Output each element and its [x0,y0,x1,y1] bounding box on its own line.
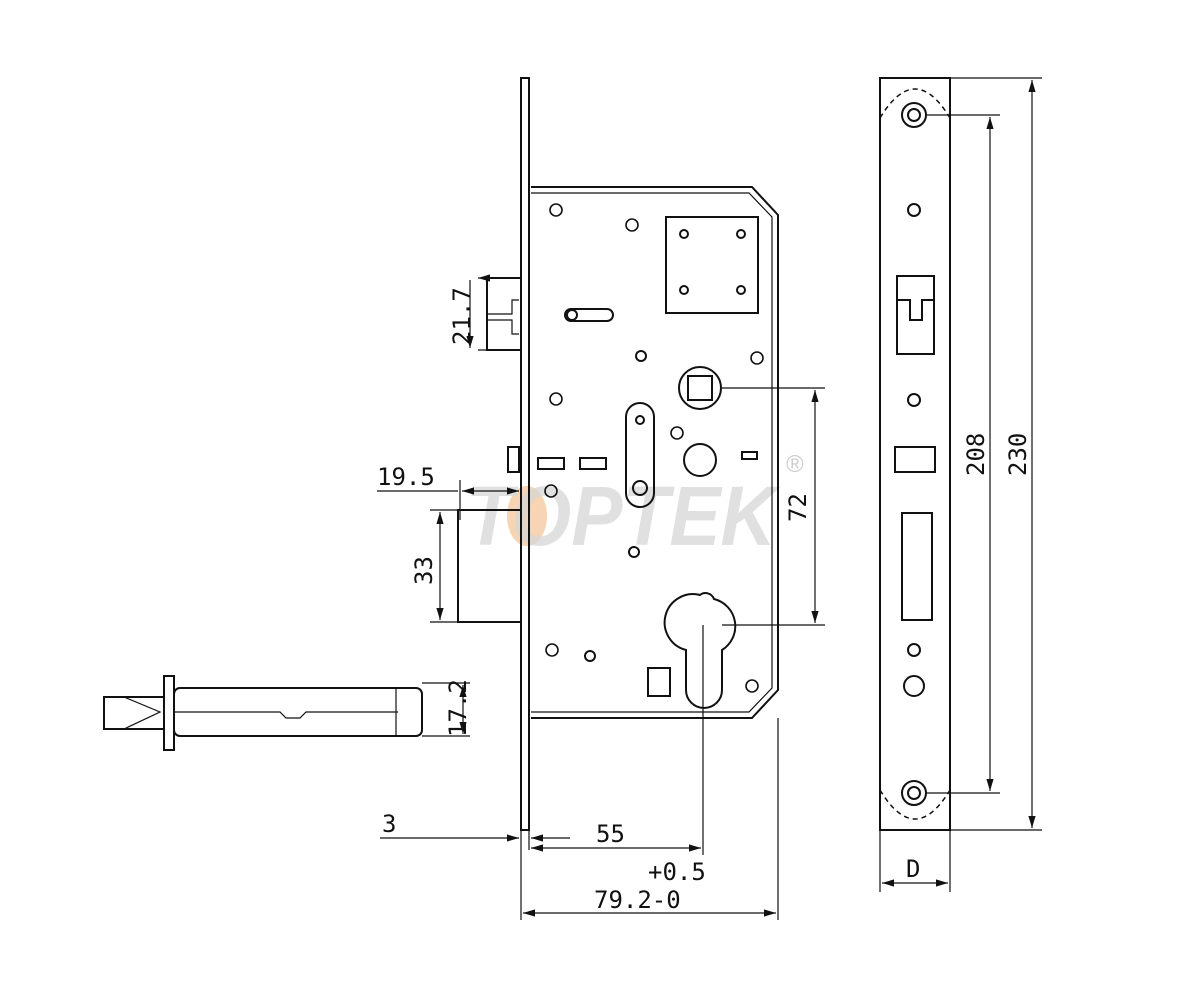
dim-tolerance: +0.5 [648,858,706,886]
cylinder-cutout [663,592,737,709]
screws [544,203,764,693]
watermark-accent [507,486,547,546]
watermark-brand: TOPTEK [466,469,781,563]
spindle-plate [665,216,759,314]
lock-side-view [457,77,779,831]
follower-hub [678,366,722,410]
dim-screw-spacing: 208 [962,433,990,476]
lock-case [531,186,779,719]
dimension-lines [377,77,1042,920]
dim-faceplate-thickness: 3 [382,810,396,838]
dimension-labels: 21.7 19.5 33 72 17.2 3 55 +0.5 79.2-0 20… [377,287,1032,914]
deadbolt [457,509,522,623]
dim-deadbolt-throw: 19.5 [377,463,435,491]
watermark-registered: ® [786,451,804,478]
slot [625,402,655,508]
dim-latch-height: 21.7 [448,287,476,345]
dim-faceplate-width: D [906,855,920,883]
dim-backset: 55 [596,820,625,848]
dim-centre-distance: 72 [784,493,812,522]
lock-top-view [103,675,423,751]
watermark-logo: TOPTEK ® [466,451,804,563]
dim-case-depth: 79.2-0 [594,886,681,914]
dim-deadbolt-height: 33 [410,556,438,585]
dim-body-thickness: 17.2 [444,679,472,737]
faceplate-side [520,77,530,831]
dim-faceplate-length: 230 [1004,433,1032,476]
trigger-bolt [507,446,520,473]
faceplate-front-view [879,77,951,831]
